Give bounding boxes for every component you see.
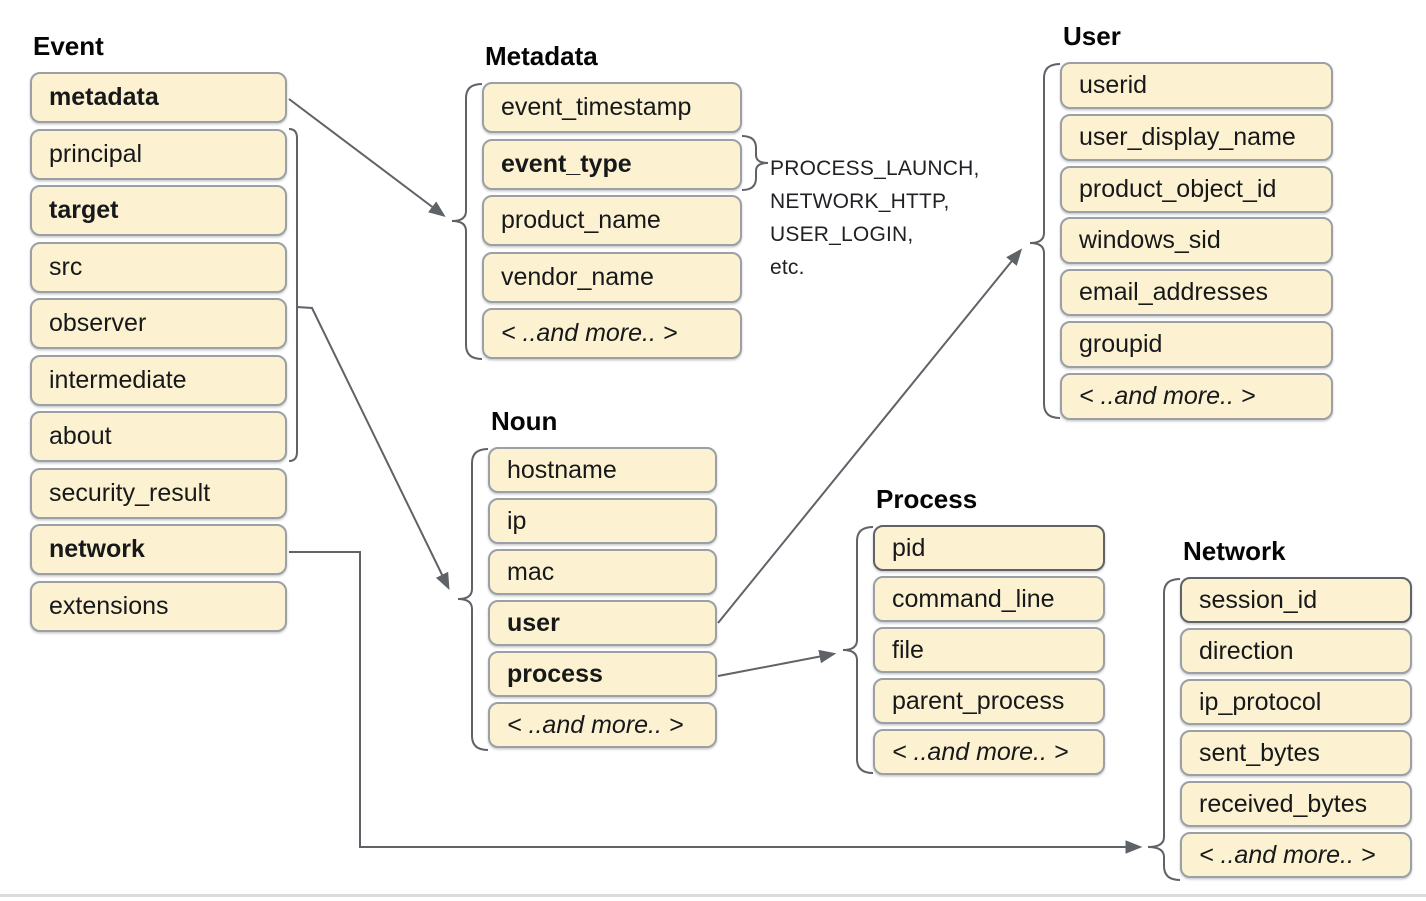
field-principal: principal [30,128,287,180]
field-email-addresses: email_addresses [1060,269,1333,317]
field-event-type: event_type [482,138,742,190]
group-metadata: Metadata event_timestamp event_type prod… [482,40,742,365]
field-event-timestamp: event_timestamp [482,82,742,133]
field-file: file [873,627,1105,673]
group-event-fields: metadata principal target src observer i… [30,72,287,637]
field-about: about [30,411,287,462]
field-metadata: metadata [30,72,287,123]
field-target: target [30,185,287,236]
group-process: Process pid command_line file parent_pro… [873,483,1105,780]
group-network-fields: session_id direction ip_protocol sent_by… [1180,577,1412,883]
annotation-line: PROCESS_LAUNCH, [770,157,980,180]
group-metadata-fields: event_timestamp event_type product_name … [482,82,742,365]
field-process: process [488,651,717,697]
field-intermediate: intermediate [30,354,287,406]
group-noun: Noun hostname ip mac user process < ..an… [488,405,717,753]
arrow-event-nouns-to-noun-group [296,306,450,591]
field-process-more: < ..and more.. > [873,729,1105,775]
field-vendor-name: vendor_name [482,251,742,303]
group-title-user: User [1063,21,1121,51]
brace-metadata-group [451,83,483,360]
field-pid: pid [873,525,1105,571]
group-noun-fields: hostname ip mac user process < ..and mor… [488,447,717,753]
field-userid: userid [1060,62,1333,109]
field-session-id: session_id [1180,577,1412,623]
field-hostname: hostname [488,447,717,493]
field-product-object-id: product_object_id [1060,165,1333,213]
field-network-more: < ..and more.. > [1180,832,1412,878]
field-mac: mac [488,549,717,595]
bottom-divider [0,894,1426,897]
field-user-display-name: user_display_name [1060,113,1333,161]
arrow-process-to-process-group [717,649,837,677]
field-network: network [30,524,287,575]
field-ip-protocol: ip_protocol [1180,679,1412,725]
field-user: user [488,600,717,646]
arrow-metadata-to-metadata-group [288,98,446,218]
group-title-metadata: Metadata [485,41,598,71]
field-ip: ip [488,498,717,544]
field-command-line: command_line [873,576,1105,622]
brace-network-group [1147,578,1181,881]
group-title-noun: Noun [491,406,558,436]
annotation-line: USER_LOGIN, [770,223,914,246]
group-event: Event metadata principal target src obse… [30,30,287,637]
field-received-bytes: received_bytes [1180,781,1412,827]
bracket-event-nouns [288,128,298,462]
field-observer: observer [30,298,287,349]
annotation-line: etc. [770,256,805,279]
event-type-values-annotation: PROCESS_LAUNCH, NETWORK_HTTP, USER_LOGIN… [770,152,980,284]
brace-noun-group [457,448,489,751]
field-groupid: groupid [1060,320,1333,368]
field-user-more: < ..and more.. > [1060,372,1333,420]
group-title-event: Event [33,31,104,61]
group-title-process: Process [876,484,978,514]
field-noun-more: < ..and more.. > [488,702,717,748]
field-src: src [30,241,287,293]
field-extensions: extensions [30,580,287,632]
group-user: User userid user_display_name product_ob… [1060,20,1333,425]
field-windows-sid: windows_sid [1060,217,1333,265]
field-security-result: security_result [30,467,287,519]
group-title-network: Network [1183,536,1286,566]
group-network: Network session_id direction ip_protocol… [1180,535,1412,883]
group-process-fields: pid command_line file parent_process < .… [873,525,1105,780]
field-sent-bytes: sent_bytes [1180,730,1412,776]
group-user-fields: userid user_display_name product_object_… [1060,62,1333,425]
field-direction: direction [1180,628,1412,674]
brace-user-group [1029,63,1061,419]
field-parent-process: parent_process [873,678,1105,724]
field-product-name: product_name [482,195,742,246]
field-metadata-more: < ..and more.. > [482,308,742,359]
brace-event-type-values [741,135,769,191]
annotation-line: NETWORK_HTTP, [770,190,950,213]
brace-process-group [842,526,874,774]
